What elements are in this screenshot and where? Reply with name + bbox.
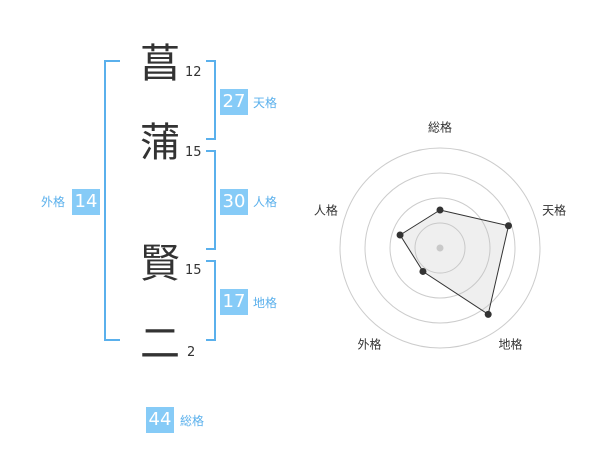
- soukaku-value-box: 44: [146, 407, 174, 433]
- soukaku-label: 総格: [180, 414, 205, 428]
- radar-grid: [339, 147, 541, 349]
- radar-polygon: [399, 209, 510, 316]
- radar-grid-ring-3: [389, 197, 491, 299]
- stroke-count-3: 15: [185, 263, 202, 278]
- radar-grid-ring-4: [414, 222, 466, 274]
- chikaku-value-box: 17: [220, 289, 248, 315]
- radar-point-0: [436, 206, 444, 214]
- radar-point-4: [396, 231, 404, 239]
- radar-axis-label-1: 天格: [542, 202, 566, 217]
- stroke-count-1: 12: [185, 65, 202, 80]
- radar-point-2: [484, 310, 492, 318]
- gaikaku-label: 外格: [41, 195, 66, 209]
- name-char-3: 賢: [140, 241, 180, 287]
- radar-point-1: [504, 222, 512, 230]
- radar-grid-ring-2: [364, 172, 516, 324]
- stroke-count-4: 2: [187, 345, 196, 360]
- name-char-4: 二: [140, 321, 180, 367]
- name-char-1: 菖: [140, 41, 180, 87]
- tenkaku-value-box: 27: [220, 89, 248, 115]
- gaikaku-value-box: 14: [72, 189, 100, 215]
- jinkaku-label: 人格: [253, 195, 278, 209]
- radar-center-dot: [436, 244, 444, 252]
- radar-axis-label-3: 外格: [357, 337, 381, 352]
- jinkaku-value-box: 30: [220, 189, 248, 215]
- name-char-2: 蒲: [140, 120, 180, 166]
- radar-axis-label-2: 地格: [499, 337, 523, 352]
- radar-grid-ring-1: [339, 147, 541, 349]
- chikaku-bracket: [206, 260, 216, 341]
- tenkaku-bracket: [206, 60, 216, 140]
- radar-axis-label-4: 人格: [314, 202, 338, 217]
- tenkaku-label: 天格: [253, 96, 278, 110]
- stroke-count-2: 15: [185, 145, 202, 160]
- radar-axis-label-0: 総格: [428, 120, 452, 135]
- jinkaku-bracket: [206, 150, 216, 250]
- chikaku-label: 地格: [253, 296, 278, 310]
- radar-points: [396, 206, 512, 318]
- gaikaku-bracket: [104, 60, 120, 341]
- radar-point-3: [419, 267, 427, 275]
